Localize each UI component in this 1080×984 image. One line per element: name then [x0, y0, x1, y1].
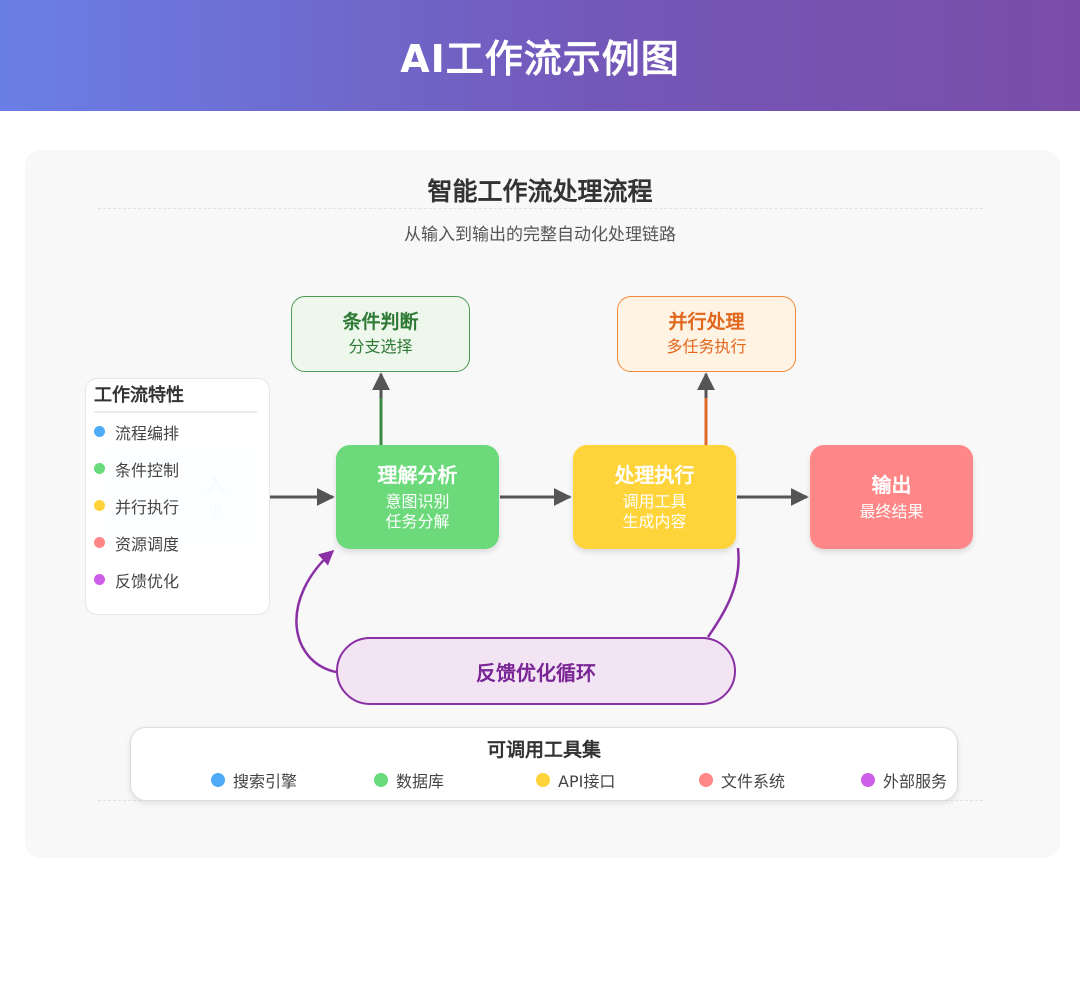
feature-item: 并行执行 — [94, 487, 257, 524]
bullet-dot-icon — [94, 463, 105, 474]
feature-label: 流程编排 — [115, 423, 180, 443]
page-header: AI工作流示例图 — [0, 0, 1080, 111]
feature-label: 资源调度 — [115, 534, 180, 554]
bullet-dot-icon — [374, 773, 388, 787]
bullet-dot-icon — [699, 773, 713, 787]
node-condition-title: 条件判断 — [342, 311, 419, 334]
tool-item: 数据库 — [374, 768, 444, 792]
feature-item: 流程编排 — [94, 413, 257, 450]
feedback-line-out — [706, 547, 740, 638]
node-execute-title: 处理执行 — [614, 462, 695, 487]
tools-title: 可调用工具集 — [486, 739, 601, 761]
node-output-sub: 最终结果 — [859, 501, 924, 521]
tool-item: 外部服务 — [861, 768, 947, 792]
node-feedback-title: 反馈优化循环 — [476, 660, 596, 685]
diagram-subtitle: 从输入到输出的完整自动化处理链路 — [404, 225, 676, 245]
node-execute: 处理执行 调用工具 生成内容 — [573, 445, 736, 549]
node-feedback-loop: 反馈优化循环 — [336, 637, 736, 705]
bullet-dot-icon — [94, 426, 105, 437]
feature-label: 并行执行 — [115, 497, 180, 517]
features-title: 工作流特性 — [94, 382, 257, 413]
tool-item: 文件系统 — [699, 768, 785, 792]
bullet-dot-icon — [536, 773, 550, 787]
tool-label: API接口 — [558, 772, 616, 791]
diagram-title: 智能工作流处理流程 — [427, 177, 653, 206]
node-condition-sub: 分支选择 — [348, 336, 413, 356]
tool-item: API接口 — [536, 768, 615, 792]
bullet-dot-icon — [861, 773, 875, 787]
node-output-title: 输出 — [871, 472, 912, 497]
bullet-dot-icon — [94, 574, 105, 585]
tools-panel: 可调用工具集 搜索引擎 数据库 API接口 文件系统 外部服务 — [130, 727, 958, 801]
node-execute-sub2: 生成内容 — [622, 511, 687, 531]
bullet-dot-icon — [94, 500, 105, 511]
node-execute-sub1: 调用工具 — [622, 491, 687, 511]
node-parallel-sub: 多任务执行 — [666, 336, 747, 356]
feature-label: 条件控制 — [115, 460, 180, 480]
title-divider — [98, 208, 983, 209]
page-title: AI工作流示例图 — [400, 37, 680, 81]
feedback-line-back — [295, 550, 337, 674]
tool-label: 外部服务 — [883, 772, 948, 791]
feature-label: 反馈优化 — [115, 571, 180, 591]
node-understand-sub2: 任务分解 — [385, 511, 450, 531]
node-understand-sub1: 意图识别 — [385, 491, 450, 511]
bullet-dot-icon — [94, 537, 105, 548]
tool-label: 数据库 — [396, 772, 445, 791]
tool-label: 文件系统 — [721, 772, 786, 791]
node-parallel-title: 并行处理 — [668, 311, 745, 334]
node-understand: 理解分析 意图识别 任务分解 — [336, 445, 499, 549]
tool-item: 搜索引擎 — [211, 768, 297, 792]
node-condition: 条件判断 分支选择 — [291, 296, 470, 372]
node-output: 输出 最终结果 — [810, 445, 973, 549]
bullet-dot-icon — [211, 773, 225, 787]
feature-item: 条件控制 — [94, 450, 257, 487]
tool-label: 搜索引擎 — [233, 772, 298, 791]
features-panel: 工作流特性 流程编排 条件控制 并行执行 资源调度 反馈优化 — [85, 378, 270, 615]
feature-item: 资源调度 — [94, 524, 257, 561]
node-understand-title: 理解分析 — [377, 462, 458, 487]
node-parallel: 并行处理 多任务执行 — [617, 296, 796, 372]
feature-item: 反馈优化 — [94, 561, 257, 598]
